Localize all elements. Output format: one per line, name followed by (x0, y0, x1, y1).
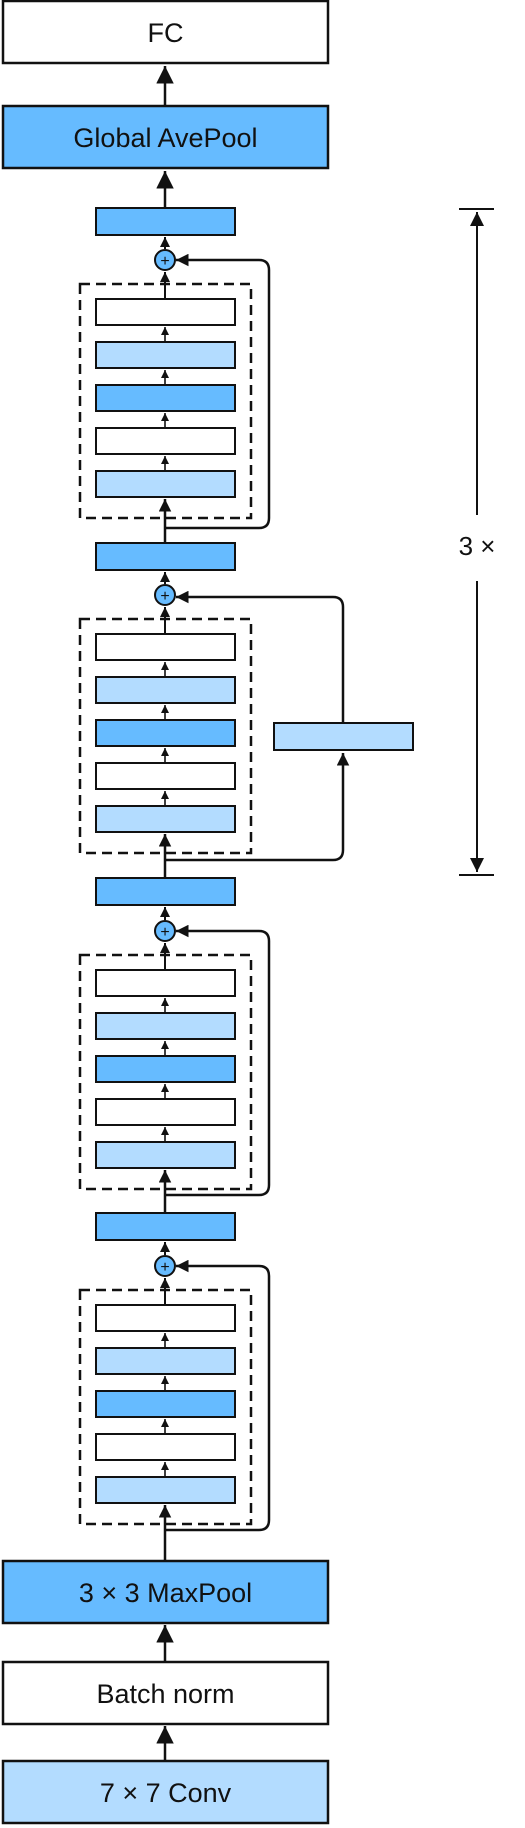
block-3-layer-5 (95, 1141, 236, 1169)
block-2-layer-3 (95, 719, 236, 747)
block-3-identity-shortcut (165, 924, 271, 1197)
block-1-layer-4 (95, 427, 236, 455)
block-3-layer-4 (95, 1098, 236, 1126)
block-1-output-bar (95, 207, 236, 236)
block-4-output-bar (95, 1212, 236, 1241)
block-3-add-node (154, 920, 176, 942)
block-4-layer-4 (95, 1433, 236, 1461)
block-2-output-bar (95, 542, 236, 571)
block-2-layer-5 (95, 805, 236, 833)
block-1-add-symbol: + (160, 253, 169, 270)
block-4-layer-3 (95, 1390, 236, 1418)
block-2-add-node (154, 584, 176, 606)
maxpool-label: 3 × 3 MaxPool (79, 1578, 252, 1608)
block-3-layer-2 (95, 1012, 236, 1040)
block-2-add-symbol: + (160, 588, 169, 605)
global-avepool-label: Global AvePool (73, 123, 257, 153)
block-1-layer-2 (95, 341, 236, 369)
global-avepool-box (1, 104, 330, 170)
block-4-layer-2 (95, 1347, 236, 1375)
block-1-layer-5 (95, 470, 236, 498)
projection-shortcut-upper (176, 590, 345, 723)
block-4-add-symbol: + (160, 1259, 169, 1276)
block-3-add-symbol: + (160, 924, 169, 941)
block-4-identity-shortcut (165, 1259, 271, 1532)
block-3-output-bar (95, 877, 236, 906)
fc-label: FC (148, 18, 184, 48)
block-4-layer-5 (95, 1476, 236, 1504)
block-1-layer-3 (95, 384, 236, 412)
block-4-add-node (154, 1255, 176, 1277)
block-2-layer-2 (95, 676, 236, 704)
block-3-layer-1 (95, 969, 236, 997)
block-2-layer-1 (95, 633, 236, 661)
block-3-layer-3 (95, 1055, 236, 1083)
block-2-layer-4 (95, 762, 236, 790)
batch-norm-box (1, 1660, 330, 1726)
projection-shortcut-lower (165, 753, 350, 862)
residual-blocks: + + + + (78, 207, 271, 1561)
block-4-layer-1 (95, 1304, 236, 1332)
block-1-identity-shortcut (165, 253, 271, 530)
conv7-box (1, 1759, 330, 1825)
repeat-label: 3 × (459, 531, 496, 561)
block-1-add-node (154, 249, 176, 271)
fc-box (1, 0, 330, 65)
block-1-layer-1 (95, 298, 236, 326)
batch-norm-label: Batch norm (96, 1679, 234, 1709)
projection-box (273, 722, 414, 751)
conv7-label: 7 × 7 Conv (100, 1778, 232, 1808)
